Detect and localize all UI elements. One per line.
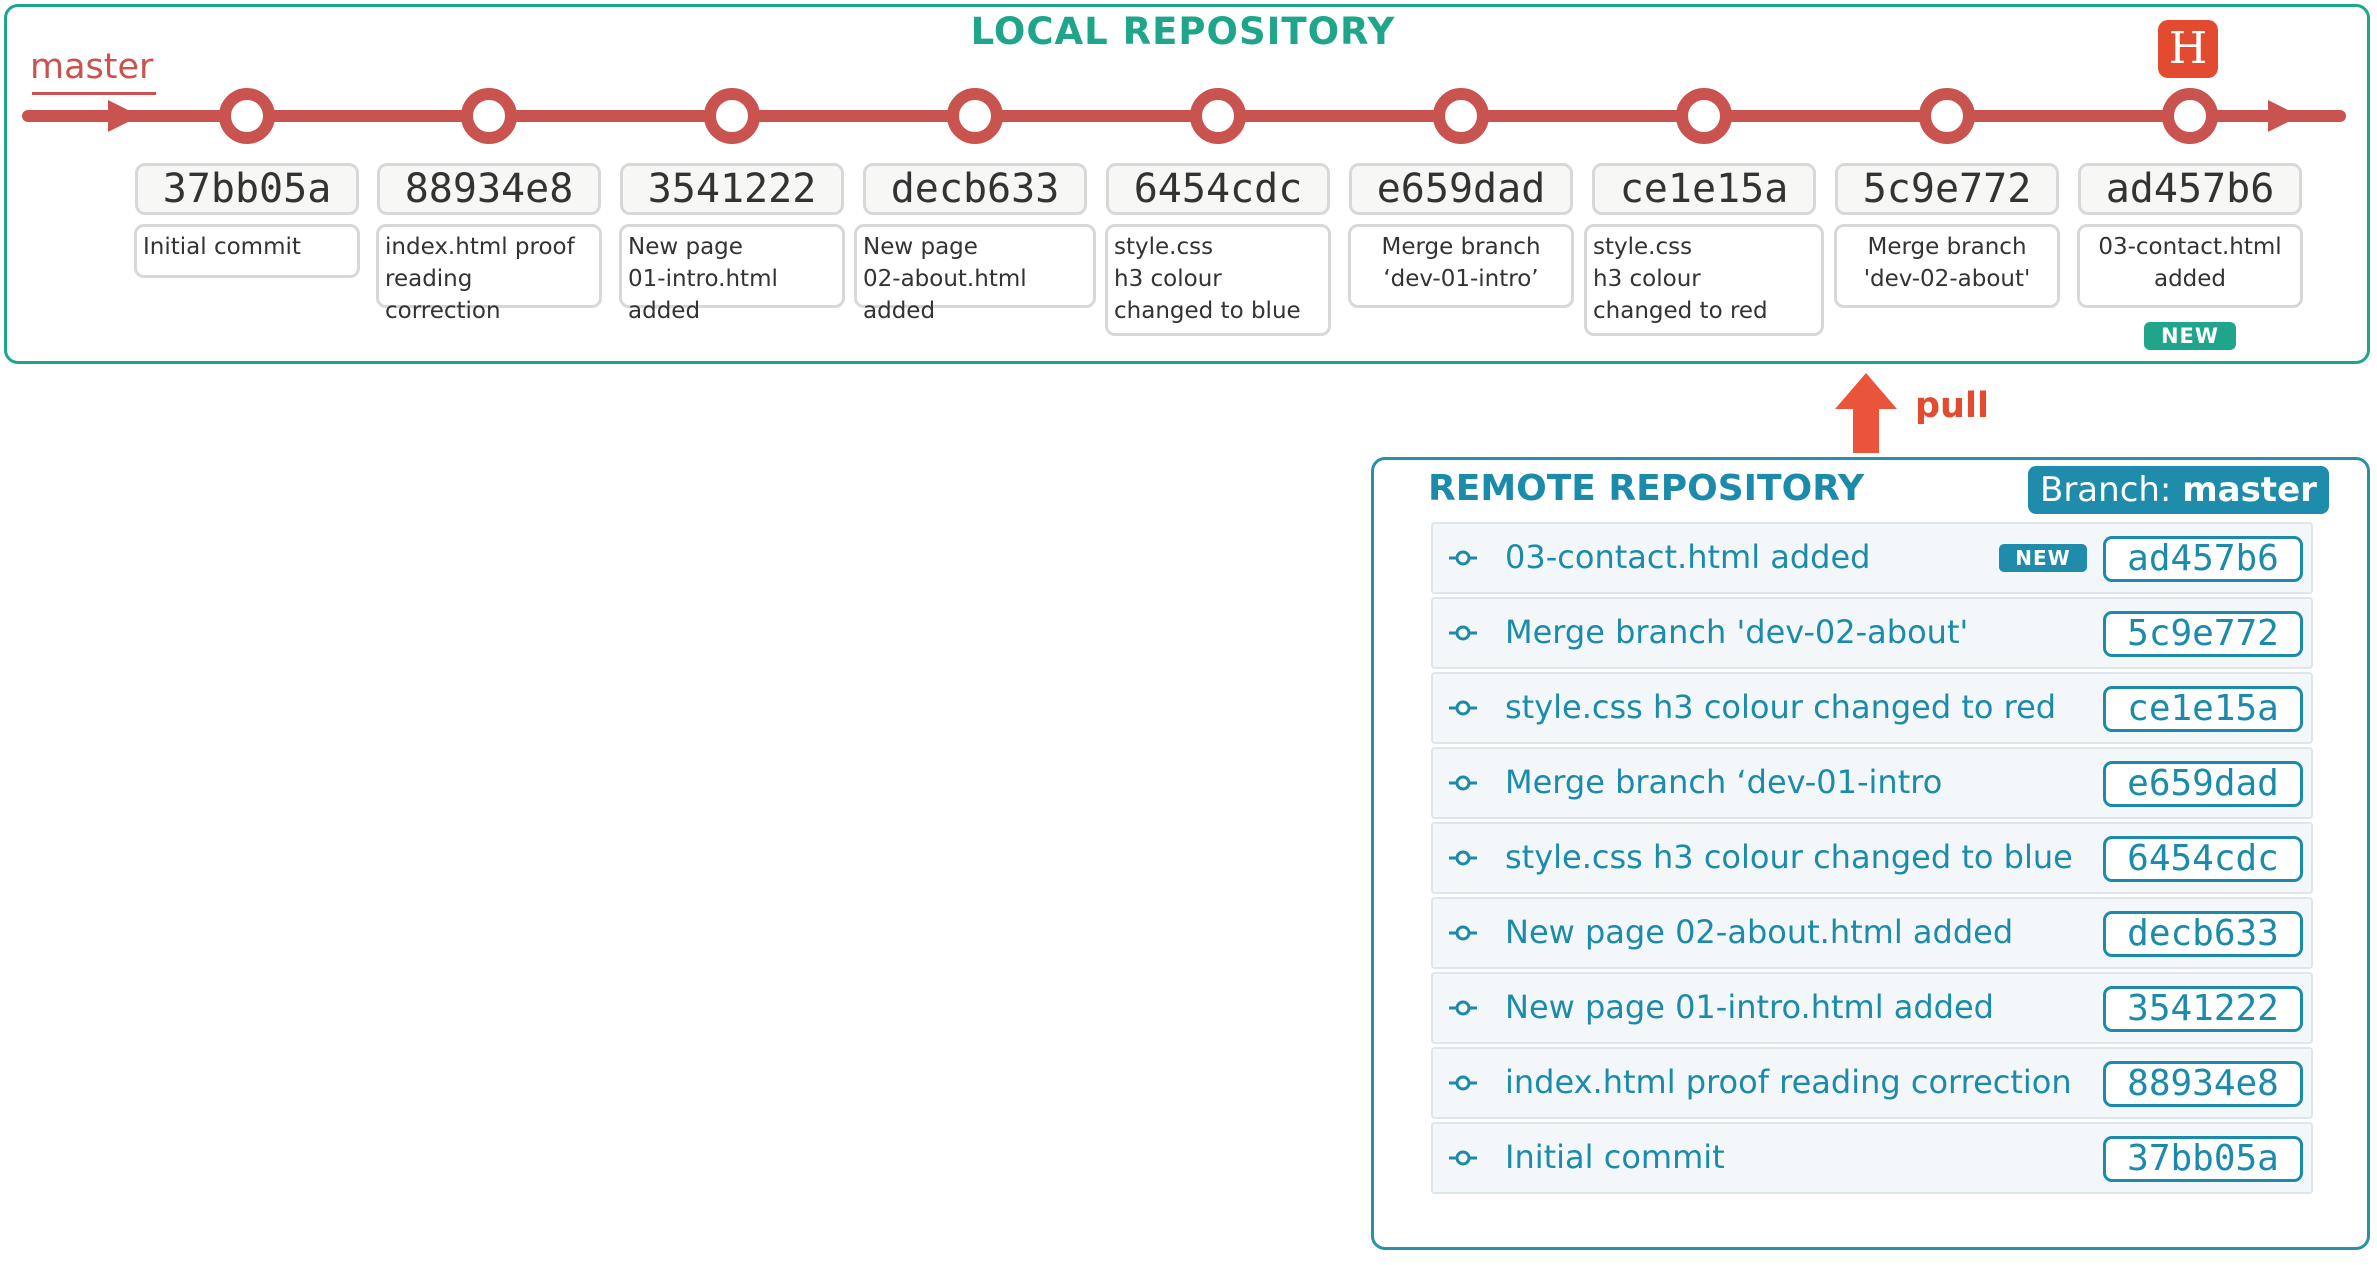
commit-node [1190,88,1246,144]
remote-commit-message: Initial commit [1505,1138,1725,1176]
remote-commit-hash: ad457b6 [2103,536,2303,582]
branch-underline [32,92,156,95]
commit-icon [1449,925,1477,941]
commit-icon [1449,550,1477,566]
commit-timeline [22,88,2346,144]
commit-hash: decb633 [863,163,1087,215]
branch-label: master [30,47,154,87]
remote-commit-row[interactable]: Merge branch ‘dev-01-intro e659dad [1431,747,2313,819]
remote-commit-hash: decb633 [2103,911,2303,957]
commit-hash: e659dad [1349,163,1573,215]
new-badge: NEW [2144,322,2236,350]
remote-repository-panel [1371,457,2370,1250]
remote-commit-hash: 88934e8 [2103,1061,2303,1107]
commit-icon [1449,1150,1477,1166]
remote-commit-message: Merge branch 'dev-02-about' [1505,613,1969,651]
head-marker: H [2158,20,2218,78]
remote-commit-row[interactable]: Merge branch 'dev-02-about' 5c9e772 [1431,597,2313,669]
commit-message: style.css h3 colour changed to red [1584,224,1824,336]
commit-message: New page 01-intro.html added [619,224,845,324]
commit-node [704,88,760,144]
remote-repository-title: REMOTE REPOSITORY [1428,468,1865,509]
remote-commit-row[interactable]: style.css h3 colour changed to blue 6454c… [1431,822,2313,894]
remote-commit-hash: ce1e15a [2103,686,2303,732]
branch-name: master [2182,470,2317,510]
commit-nodes [219,88,2218,144]
commit-node [947,88,1003,144]
commit-message: index.html proof reading correction [376,224,602,324]
remote-commit-message: index.html proof reading correction [1505,1063,2072,1101]
commit-hash: ce1e15a [1592,163,1816,215]
commit-message: style.css h3 colour changed to blue [1105,224,1331,336]
commit-icon [1449,700,1477,716]
remote-commit-row[interactable]: style.css h3 colour changed to red ce1e15… [1431,672,2313,744]
commit-hash: 3541222 [620,163,844,215]
remote-commit-message: style.css h3 colour changed to blue [1505,838,2073,876]
commit-icon [1449,1075,1477,1091]
remote-commit-row[interactable]: 03-contact.html added NEW ad457b6 [1431,522,2313,594]
commit-hash: 37bb05a [135,163,359,215]
pull-label: pull [1915,386,1989,426]
commit-hash: 5c9e772 [1835,163,2059,215]
timeline-start-arrow [108,100,140,132]
commit-icon [1449,625,1477,641]
remote-commit-row[interactable]: New page 02-about.html added decb633 [1431,897,2313,969]
local-repository-title: LOCAL REPOSITORY [970,10,1396,53]
remote-commit-message: style.css h3 colour changed to red [1505,688,2057,726]
commit-hash: 88934e8 [377,163,601,215]
commit-node [1676,88,1732,144]
commit-node [1433,88,1489,144]
commit-icon [1449,1000,1477,1016]
remote-commit-hash: 6454cdc [2103,836,2303,882]
remote-commit-hash: 5c9e772 [2103,611,2303,657]
commit-node [461,88,517,144]
remote-commit-hash: e659dad [2103,761,2303,807]
branch-badge: Branch: master [2028,466,2329,514]
commit-hash: ad457b6 [2078,163,2302,215]
commit-node [1919,88,1975,144]
remote-commit-row[interactable]: New page 01-intro.html added 3541222 [1431,972,2313,1044]
commit-message: Merge branch ‘dev-01-intro’ [1348,224,1574,308]
new-badge: NEW [1999,544,2087,572]
timeline-end-arrow [2268,100,2300,132]
commit-message: Initial commit [134,224,360,278]
branch-prefix: Branch: [2040,470,2172,510]
commit-icon [1449,775,1477,791]
local-repository-panel [4,4,2370,364]
commit-icon [1449,850,1477,866]
commit-message: Merge branch 'dev-02-about' [1834,224,2060,308]
commit-message: 03-contact.html added [2077,224,2303,308]
remote-commit-message: Merge branch ‘dev-01-intro [1505,763,1943,801]
remote-commit-hash: 37bb05a [2103,1136,2303,1182]
commit-node [2162,88,2218,144]
remote-commit-message: New page 01-intro.html added [1505,988,1994,1026]
remote-commit-row[interactable]: index.html proof reading correction 88934… [1431,1047,2313,1119]
commit-node [219,88,275,144]
pull-arrow-icon [1835,373,1897,453]
commit-message: New page 02-about.html added [854,224,1096,324]
commit-hash: 6454cdc [1106,163,1330,215]
remote-commit-row[interactable]: Initial commit 37bb05a [1431,1122,2313,1194]
remote-commit-message: 03-contact.html added [1505,538,1871,576]
remote-commit-hash: 3541222 [2103,986,2303,1032]
remote-commit-message: New page 02-about.html added [1505,913,2014,951]
